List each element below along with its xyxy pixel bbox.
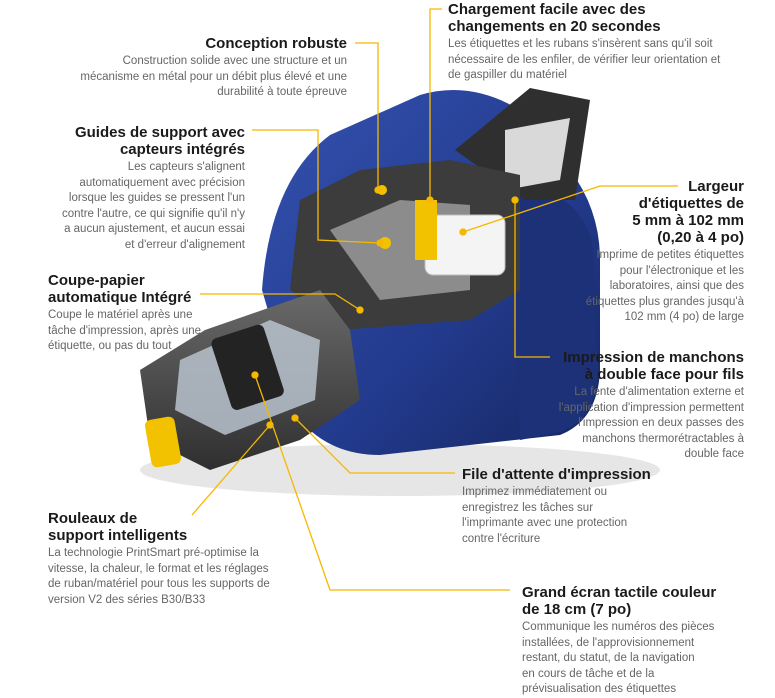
callout-title: Impression de manchons à double face pou… xyxy=(563,349,744,383)
callout-text: Imprime de petites étiquettes pour l'éle… xyxy=(585,249,744,323)
callout-title: Coupe-papier automatique Intégré xyxy=(48,272,192,306)
callout-largeur: Largeur d'étiquettes de 5 mm à 102 mm (0… xyxy=(560,178,744,326)
leader-guides xyxy=(252,129,381,244)
callout-text: Coupe le matériel après une tâche d'impr… xyxy=(48,309,202,352)
leader-largeur xyxy=(462,185,678,233)
callout-text: Construction solide avec une structure e… xyxy=(80,55,347,98)
callout-coupe: Coupe-papier automatique Intégré Coupe l… xyxy=(48,272,248,355)
callout-title: File d'attente d'impression xyxy=(462,466,651,483)
callout-title: Rouleaux de support intelligents xyxy=(48,510,188,544)
leader-lines xyxy=(191,8,678,591)
callout-guides: Guides de support avec capteurs intégrés… xyxy=(20,124,245,253)
leader-chargement xyxy=(429,8,442,200)
callout-title: Grand écran tactile couleur de 18 cm (7 … xyxy=(522,584,717,618)
callout-text: Imprimez immédiatement ou enregistrez le… xyxy=(462,486,628,545)
print-head xyxy=(211,324,284,410)
callout-text: La fente d'alimentation externe et l'app… xyxy=(558,386,744,460)
callout-impression: Impression de manchons à double face pou… xyxy=(510,349,744,463)
callout-conception: Conception robuste Construction solide a… xyxy=(40,35,347,101)
callout-title: Largeur d'étiquettes de 5 mm à 102 mm (0… xyxy=(632,178,744,246)
callout-ecran: Grand écran tactile couleur de 18 cm (7 … xyxy=(522,584,767,698)
callout-rouleaux: Rouleaux de support intelligents La tech… xyxy=(48,510,308,608)
yellow-handle xyxy=(145,416,181,468)
callout-title: Guides de support avec capteurs intégrés xyxy=(74,124,245,158)
callout-title: Chargement facile avec des changements e… xyxy=(448,1,661,35)
floor-shadow xyxy=(140,444,660,496)
callout-file: File d'attente d'impression Imprimez imm… xyxy=(462,466,722,547)
yellow-guide xyxy=(415,200,437,260)
callout-text: Les capteurs s'alignent automatiquement … xyxy=(61,161,245,251)
leader-conception xyxy=(355,42,379,190)
printer-side-panel xyxy=(510,185,598,440)
callout-text: Les étiquettes et les rubans s'insèrent … xyxy=(448,38,721,81)
callout-text: Communique les numéros des pièces instal… xyxy=(522,621,715,695)
callout-title: Conception robuste xyxy=(205,35,347,52)
leader-ecran xyxy=(254,374,510,591)
callout-chargement: Chargement facile avec des changements e… xyxy=(448,1,768,84)
leader-file xyxy=(294,417,455,474)
leader-rouleaux xyxy=(191,424,271,516)
leader-impression xyxy=(514,200,550,358)
callout-text: La technologie PrintSmart pré-optimise l… xyxy=(48,547,270,606)
leader-coupe xyxy=(200,293,361,311)
lid-label xyxy=(505,118,570,190)
